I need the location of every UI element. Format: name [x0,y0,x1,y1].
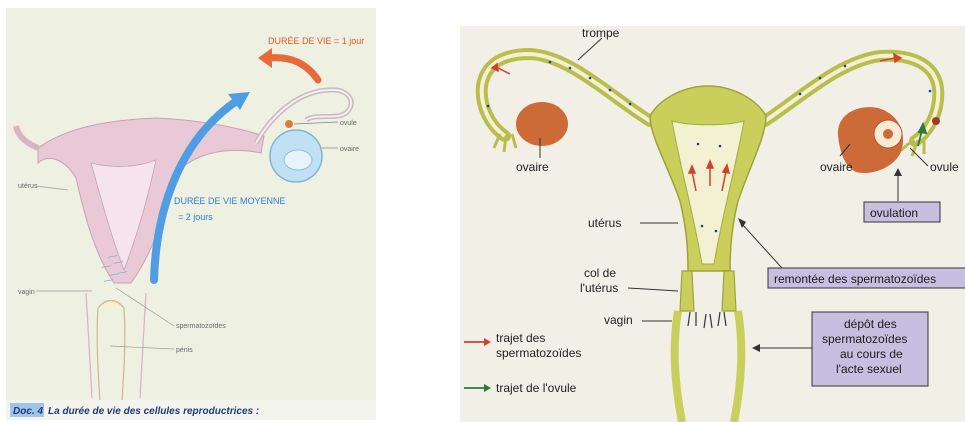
spermatozoa-label: spermatozoïdes [176,323,226,330]
legend-sperm-line2: spermatozoïdes [496,346,581,360]
caption-text: La durée de vie des cellules reproductri… [48,406,259,417]
ovule-lifespan-arrow [268,58,318,80]
cervix-sperm-arrows [688,312,726,328]
ovule-dot [285,120,293,128]
ovary-left [516,102,568,146]
deposit-line2: spermatozoïdes [822,332,907,346]
cervix [680,271,736,311]
legend-ovule: trajet de l'ovule [496,381,577,395]
ovary-right-label: ovaire [820,160,853,174]
sperm-lifespan-line1: DURÉE DE VIE MOYENNE [174,196,286,206]
deposit-line3: au cours de [840,347,903,361]
caption-doc-number: Doc. 4 [13,406,43,417]
right-diagram: trompe ovaire ovaire ovule utérus col de… [460,26,965,422]
uterus-label-right: utérus [588,216,621,230]
tube-left [16,126,38,148]
ovulation-label: ovulation [870,206,918,220]
ovule-label: ovule [340,120,357,127]
uterus-label: utérus [18,183,38,190]
cervix-label-line1: col de [584,266,616,280]
ovary-label: ovaire [340,146,359,153]
vagina-walls [86,293,146,398]
penis-shape [97,301,125,404]
ovule-lifespan-label: DURÉE DE VIE = 1 jour [268,36,364,46]
deposit-line1: dépôt des [844,317,897,331]
deposit-line4: l'acte sexuel [836,362,902,376]
cervix-label-line2: l'utérus [580,281,618,295]
vagina-label-right: vagin [604,313,633,327]
vagina-tube [675,311,741,422]
sperm-ascent-label: remontée des spermatozoïdes [774,272,936,286]
right-diagram-panel: trompe ovaire ovaire ovule utérus col de… [460,26,965,422]
ovule-right [932,117,940,125]
sperm-lifespan-line2: = 2 jours [178,212,213,222]
legend-sperm-line1: trajet des [496,331,545,345]
left-diagram-panel: DURÉE DE VIE = 1 jour ovule ovaire utéru… [6,8,376,420]
ovule-label-right: ovule [930,160,959,174]
tube-label: trompe [582,26,620,40]
fimbriae-left [494,134,516,152]
penis-label: pénis [176,347,193,354]
ovary-left-label: ovaire [516,160,549,174]
left-diagram: DURÉE DE VIE = 1 jour ovule ovaire utéru… [6,8,376,420]
vagina-label: vagin [18,289,35,296]
